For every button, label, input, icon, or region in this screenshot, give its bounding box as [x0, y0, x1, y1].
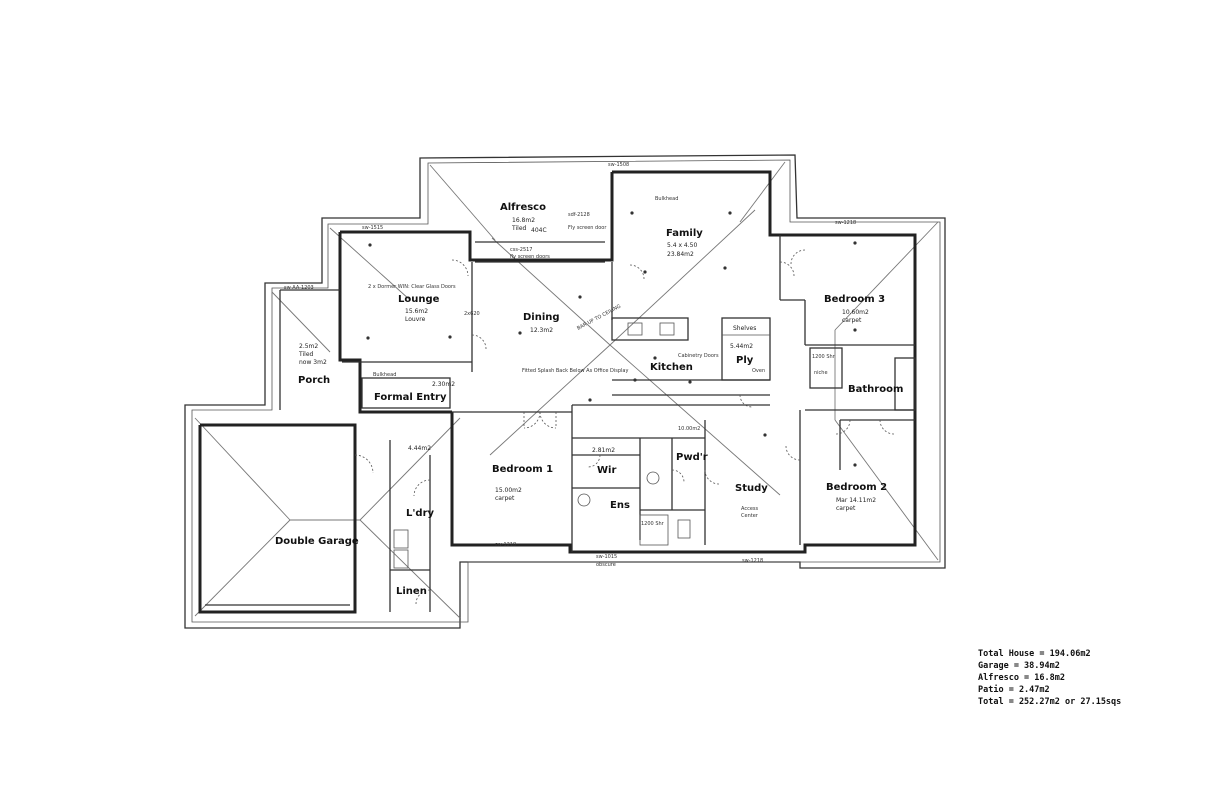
obscure-note: obscure: [596, 562, 616, 568]
door-swings: [354, 249, 895, 605]
window-note-bed3: sw-1218: [835, 220, 856, 226]
alfresco-floor: Tiled: [511, 225, 527, 232]
bulkhead-note-entry: Bulkhead: [373, 372, 396, 378]
linen-label: Linen: [396, 586, 427, 597]
shower-note: 1200 Shr: [812, 354, 836, 360]
ens-label: Ens: [610, 500, 630, 511]
window-note-ens: sw-1015: [596, 554, 617, 560]
family-label: Family: [666, 228, 703, 239]
pwdr-label: Pwd'r: [676, 452, 708, 463]
study-note-2: Center: [741, 513, 759, 519]
bathroom-label: Bathroom: [848, 384, 903, 395]
bedroom3-area: 10.60m2: [842, 309, 869, 316]
roof-outline: [184, 154, 946, 629]
summary-alfresco: Alfresco = 16.8m2: [978, 673, 1065, 683]
door-note-alfresco: sdf-2128: [568, 212, 590, 218]
dining-corner-note: 2x620: [464, 311, 480, 317]
bedroom2-area: Mar 14.11m2: [836, 497, 876, 504]
window-note-top: sw-1508: [608, 162, 629, 168]
dining-label: Dining: [523, 312, 560, 323]
exterior-walls: [198, 170, 917, 614]
wir-label: Wir: [597, 465, 616, 476]
bulkhead-note-top: Bulkhead: [655, 196, 678, 202]
ens-note: 1200 Shr: [641, 521, 665, 527]
bedroom2-label: Bedroom 2: [826, 482, 887, 493]
formal-entry-label: Formal Entry: [374, 392, 447, 403]
lounge-area: 15.6m2: [405, 308, 428, 315]
fixtures: [366, 211, 857, 467]
bedroom1-floor: carpet: [495, 495, 515, 502]
study-note-1: Access: [741, 506, 759, 512]
area-summary: Total House = 194.06m2 Garage = 38.94m2 …: [978, 648, 1148, 708]
kitchen-label: Kitchen: [650, 362, 693, 373]
porch-floor: Tiled: [298, 351, 314, 358]
alfresco-area: 16.8m2: [512, 217, 535, 224]
summary-patio: Patio = 2.47m2: [978, 685, 1050, 695]
ldry-label: L'dry: [406, 508, 435, 519]
ply-area: 5.44m2: [730, 343, 753, 350]
bedroom1-label: Bedroom 1: [492, 464, 553, 475]
window-note-lounge: sw-1515: [362, 225, 383, 231]
bedroom2-floor: carpet: [836, 505, 856, 512]
kitchen-note: Fitted Splash Back Below As Office Displ…: [522, 368, 628, 374]
porch-label: Porch: [298, 375, 330, 386]
cabinetry-note: Cabinetry Doors: [678, 353, 719, 359]
porch-area: 2.5m2: [299, 343, 318, 350]
family-dims: 5.4 x 4.50: [667, 242, 697, 249]
ply-label: Ply: [736, 355, 754, 366]
door-note-alfresco-2: css-2517: [510, 247, 533, 253]
alfresco-code: 404C: [531, 227, 547, 234]
ldry-area: 4.44m2: [408, 445, 431, 452]
lounge-label: Lounge: [398, 294, 440, 305]
hall-area-note: 10.00m2: [678, 426, 700, 432]
porch-note: now 3m2: [299, 359, 327, 366]
double-garage-label: Double Garage: [275, 536, 359, 547]
summary-garage: Garage = 38.94m2: [978, 661, 1060, 671]
summary-total-house: Total House = 194.06m2: [978, 649, 1091, 659]
lounge-window-note: 2 x Dormer WIN: Clear Glass Doors: [368, 284, 456, 290]
family-area: 23.84m2: [667, 251, 694, 258]
bedroom3-floor: carpet: [842, 317, 862, 324]
study-label: Study: [735, 483, 768, 494]
bedroom3-label: Bedroom 3: [824, 294, 885, 305]
niche-note: niche: [814, 370, 828, 376]
bedroom1-area: 15.00m2: [495, 487, 522, 494]
window-note-porch: sw AA-1203: [284, 285, 314, 291]
dining-area: 12.3m2: [530, 327, 553, 334]
alfresco-note: Fly screen door: [568, 225, 607, 231]
wir-area: 2.81m2: [592, 447, 615, 454]
room-labels: Alfresco 16.8m2 Tiled 404C Fly screen do…: [275, 202, 903, 597]
lounge-floor: Louvre: [405, 316, 426, 323]
roof-hip-lines: [194, 161, 939, 619]
alfresco-label: Alfresco: [500, 202, 546, 213]
window-note-bed1: sw-1218: [495, 542, 516, 548]
shelves-label: Shelves: [733, 325, 756, 332]
fly-screen-note: fly screen doors: [510, 254, 550, 260]
window-note-study: sw-1218: [742, 558, 763, 564]
oven-note: Oven: [752, 368, 765, 374]
formal-entry-area: 2.30m2: [432, 381, 455, 388]
interior-walls: [205, 235, 916, 612]
summary-total: Total = 252.27m2 or 27.15sqs: [978, 697, 1122, 707]
